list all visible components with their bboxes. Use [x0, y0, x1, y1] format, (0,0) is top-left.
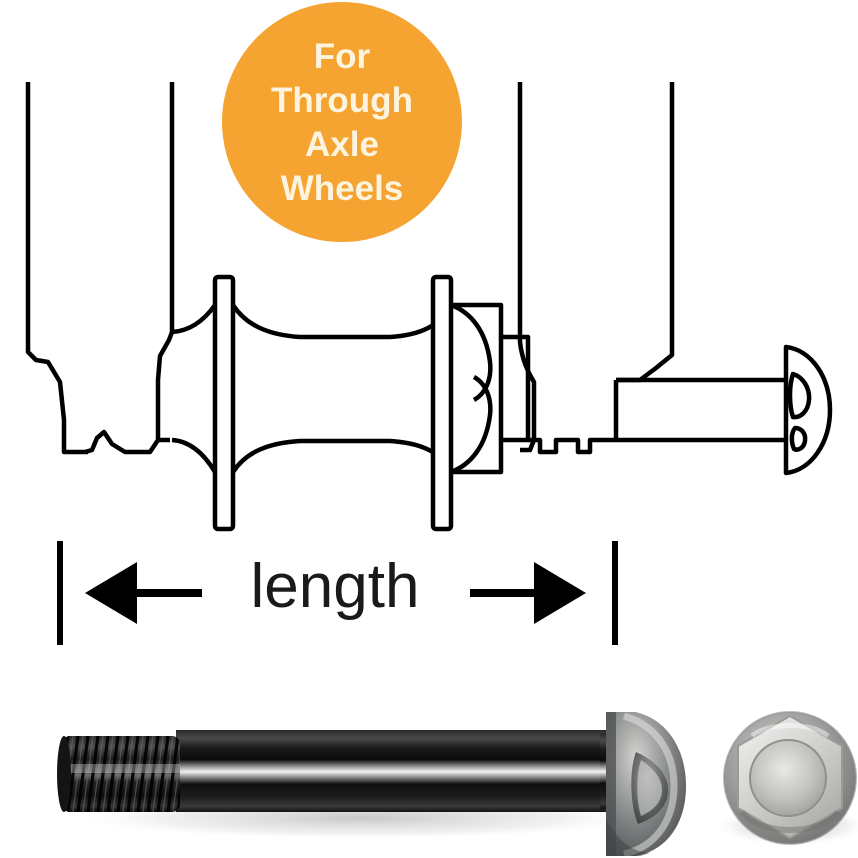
left-dropout-profile: [84, 82, 175, 455]
hub-flange-left: [212, 274, 236, 532]
axle-nut-photo: [723, 711, 857, 845]
hub-bearing-upper-arc: [450, 302, 493, 402]
hub-shell-lower: [171, 437, 217, 474]
left-fork-leg-outer-edge: [25, 82, 88, 455]
axle-bolt-dome-head-photo: [606, 712, 686, 856]
length-dimension-label: length: [250, 552, 420, 621]
axle-bolt-socket-lower-mark: [789, 425, 808, 452]
axle-bolt-dome-head: [783, 344, 833, 476]
badge-line-1: For: [313, 37, 371, 76]
for-through-axle-wheels-badge: For Through Axle Wheels: [222, 2, 462, 242]
hub-shell-upper: [171, 303, 217, 335]
hub-end-cap-outline: [452, 302, 531, 475]
axle-bolt-socket-upper-mark: [787, 371, 812, 420]
hub-bearing-lower-arc: [450, 375, 493, 475]
dimension-arrow-left-head: [85, 562, 137, 624]
axle-bolt-threaded-section: [57, 736, 180, 812]
hub-flange-right: [430, 274, 454, 532]
right-dropout-inner-profile: [517, 82, 537, 453]
right-dropout-bottom-step: [528, 437, 616, 455]
badge-line-3: Axle: [305, 125, 379, 164]
badge-line-2: Through: [271, 81, 413, 120]
badge-line-4: Wheels: [280, 169, 404, 208]
axle-bolt-shaft-outline: [613, 377, 786, 443]
axle-bolt-shaft: [176, 730, 626, 812]
dimension-arrow-right-head: [534, 562, 586, 624]
